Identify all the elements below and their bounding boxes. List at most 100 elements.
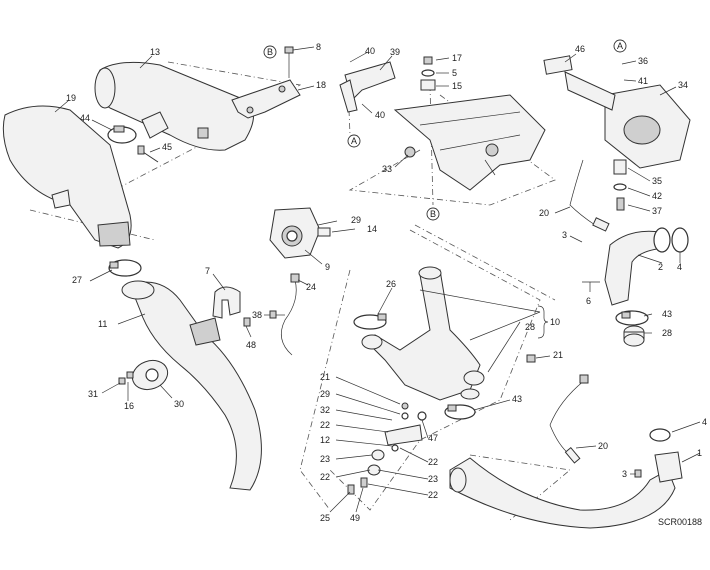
callout-30: 30 [174, 399, 184, 409]
callout-40-top: 40 [365, 46, 375, 56]
callout-29-left: 29 [320, 389, 330, 399]
catalytic-assembly-10 [361, 266, 485, 401]
reference-marker-b-top-left: B [263, 45, 277, 59]
callout-49: 49 [350, 513, 360, 523]
silencer-13 [94, 61, 254, 151]
bolt-16-31 [118, 371, 134, 385]
callout-22-d: 22 [428, 490, 438, 500]
callout-39: 39 [390, 47, 400, 57]
subframe-assembly [393, 94, 546, 191]
callout-leader-lines [54, 46, 701, 513]
nut-21-right [526, 354, 536, 363]
reference-marker-b-mid: B [426, 207, 440, 221]
callout-36: 36 [638, 56, 648, 66]
callout-3-bottom: 3 [622, 469, 627, 479]
callout-40-bottom: 40 [375, 110, 385, 120]
reference-marker-a: A [617, 41, 623, 51]
callout-32: 32 [320, 405, 330, 415]
callout-9: 9 [325, 262, 330, 272]
bolt-45 [137, 145, 159, 163]
link-pipe-1 [449, 428, 683, 529]
callout-45: 45 [162, 142, 172, 152]
clamp-26 [353, 313, 387, 330]
servo-valve-9 [269, 207, 331, 259]
clamp-44 [107, 125, 137, 144]
callout-46: 46 [575, 44, 585, 54]
callout-6: 6 [586, 296, 591, 306]
callout-33: 33 [382, 164, 392, 174]
callout-2: 2 [658, 262, 663, 272]
bracket-7 [212, 286, 241, 319]
reference-marker-b: B [267, 47, 273, 57]
callout-41: 41 [638, 76, 648, 86]
callout-20-bottom: 20 [598, 441, 608, 451]
callout-16: 16 [124, 401, 134, 411]
callout-3-top: 3 [562, 230, 567, 240]
callout-38: 38 [252, 310, 262, 320]
callout-23-right: 23 [428, 474, 438, 484]
callout-10-bracket [537, 305, 549, 339]
oxygen-sensor-20-bottom [549, 374, 589, 464]
callout-24: 24 [306, 282, 316, 292]
callout-4-top: 4 [677, 262, 682, 272]
callout-8: 8 [316, 42, 321, 52]
callout-43-mid: 43 [512, 394, 522, 404]
callout-35: 35 [652, 176, 662, 186]
fastener-stack-35-42-37 [613, 159, 627, 211]
callout-12: 12 [320, 435, 330, 445]
callout-10: 10 [550, 317, 560, 327]
reference-marker-a-top-right: A [613, 39, 627, 53]
heat-shield-34 [543, 55, 691, 169]
callout-5: 5 [452, 68, 457, 78]
callout-31: 31 [88, 389, 98, 399]
callout-48: 48 [246, 340, 256, 350]
callout-21-left: 21 [320, 372, 330, 382]
clamp-27 [108, 259, 142, 277]
cable-24 [280, 273, 300, 356]
callout-labels: 13 19 44 45 8 18 40 39 40 17 5 15 33 46 … [66, 42, 707, 523]
callout-28-mid: 28 [525, 322, 535, 332]
callout-27: 27 [72, 275, 82, 285]
clamp-43-mid [444, 404, 476, 420]
silencer-19 [2, 105, 132, 249]
ring-28-mid [460, 388, 480, 400]
drawing-code: SCR00188 [658, 517, 702, 527]
header-pipe-2 [604, 227, 689, 306]
hardware-stack-left [347, 402, 427, 495]
callout-37: 37 [652, 206, 662, 216]
callout-22-b: 22 [320, 472, 330, 482]
rear-pipe-11 [121, 280, 262, 491]
callout-21-right: 21 [553, 350, 563, 360]
frame-bracket-39 [339, 61, 396, 113]
callout-43-top: 43 [662, 309, 672, 319]
callout-34: 34 [678, 80, 688, 90]
reference-marker-b: B [430, 209, 436, 219]
callout-22-a: 22 [320, 420, 330, 430]
bolt-48 [243, 317, 251, 327]
screw-8 [284, 46, 294, 78]
callout-14: 14 [367, 224, 377, 234]
callout-15: 15 [452, 81, 462, 91]
callout-19: 19 [66, 93, 76, 103]
reference-marker-a-mid: A [347, 134, 361, 148]
clamp-43-top [615, 310, 649, 326]
ring-28-top [623, 325, 645, 347]
callout-7: 7 [205, 266, 210, 276]
callout-11: 11 [98, 319, 107, 329]
callout-26: 26 [386, 279, 396, 289]
callout-20-top: 20 [539, 208, 549, 218]
callout-4-bottom: 4 [702, 417, 707, 427]
callout-23-left: 23 [320, 454, 330, 464]
bracket-18 [231, 79, 301, 119]
callout-17: 17 [452, 53, 462, 63]
callout-25: 25 [320, 513, 330, 523]
callout-22-c: 22 [428, 457, 438, 467]
oxygen-sensor-20-top [569, 159, 610, 232]
callout-42: 42 [652, 191, 662, 201]
callout-28-top: 28 [662, 328, 672, 338]
callout-13: 13 [150, 47, 160, 57]
fastener-stack-17-5-15 [420, 56, 436, 91]
callout-1: 1 [697, 448, 702, 458]
callout-47: 47 [428, 433, 438, 443]
